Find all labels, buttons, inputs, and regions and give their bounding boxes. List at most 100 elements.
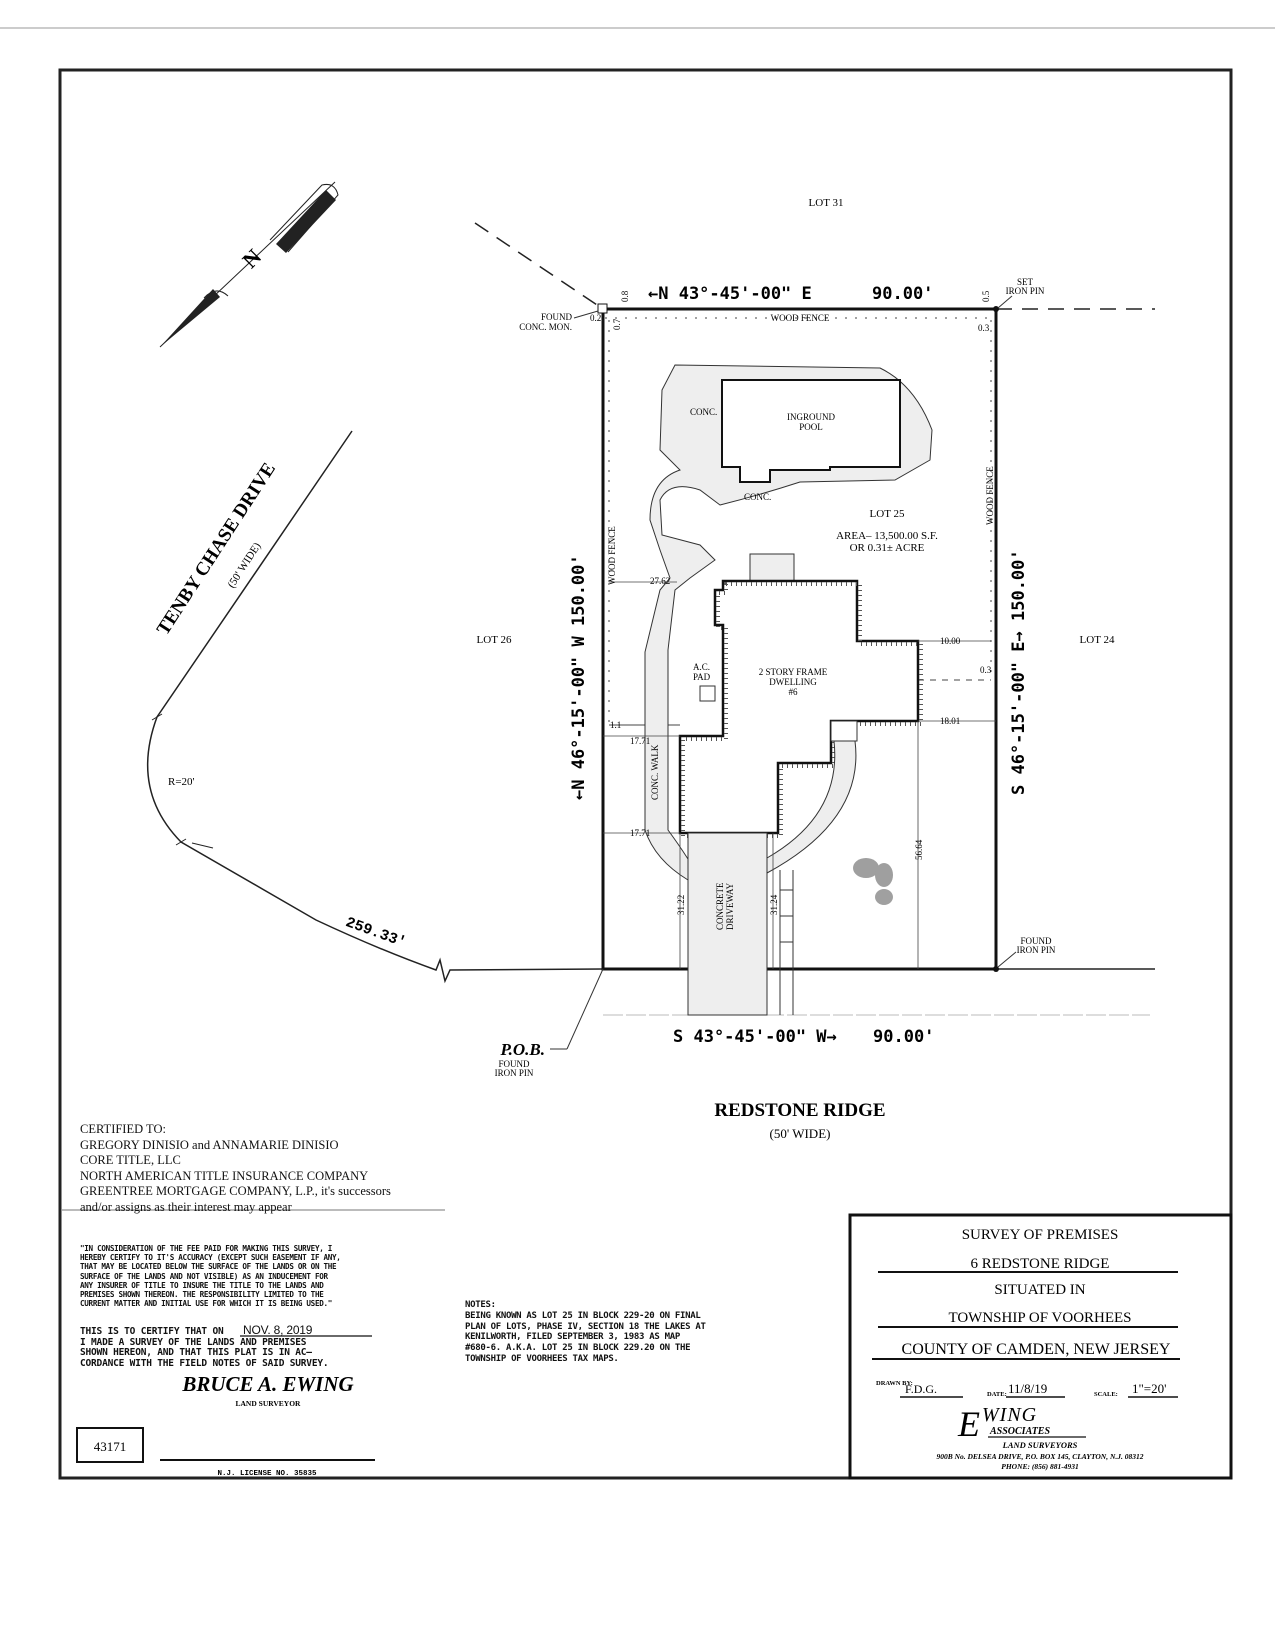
notes-heading: NOTES: xyxy=(465,1300,496,1310)
ac-pad-label: A.C. xyxy=(693,662,710,672)
north-arrow-icon: N xyxy=(159,181,339,348)
lot-25-label: LOT 25 xyxy=(870,508,905,520)
offset-label: 0.7 xyxy=(612,318,622,330)
drawn-by: F.D.G. xyxy=(905,1382,937,1396)
certified-party: GREENTREE MORTGAGE COMPANY, L.P., it's s… xyxy=(80,1184,391,1198)
dimension-label: 10.00 xyxy=(940,636,961,646)
surveyor-statement: "IN CONSIDERATION OF THE FEE PAID FOR MA… xyxy=(80,1244,341,1308)
certified-party: CORE TITLE, LLC xyxy=(80,1153,181,1167)
lot-31-label: LOT 31 xyxy=(809,197,844,209)
svg-text:LAND SURVEYORS: LAND SURVEYORS xyxy=(1002,1440,1078,1450)
wood-fence-label: WOOD FENCE xyxy=(985,466,995,525)
pob-pin-label: IRON PIN xyxy=(495,1068,534,1078)
set-iron-pin-label: IRON PIN xyxy=(1006,286,1045,296)
notes-line: KENILWORTH, FILED SEPTEMBER 3, 1983 AS M… xyxy=(465,1332,680,1343)
dwelling-label: DWELLING xyxy=(769,677,817,687)
lot-24-label: LOT 24 xyxy=(1080,634,1115,646)
title-address: 6 REDSTONE RIDGE xyxy=(971,1256,1110,1272)
ac-pad xyxy=(699,685,716,702)
tenby-chase-drive-line xyxy=(146,430,604,984)
notes-line: TOWNSHIP OF VOORHEES TAX MAPS. xyxy=(465,1353,619,1364)
pob-pin-label: FOUND xyxy=(498,1059,530,1069)
drawn-by-label: DRAWN BY: xyxy=(876,1380,913,1387)
title-township: TOWNSHIP OF VOORHEES xyxy=(948,1310,1131,1326)
concrete-walk-label: CONC. WALK xyxy=(650,744,660,800)
street-width-redstone: (50' WIDE) xyxy=(770,1126,831,1141)
dimension-label: 31.22 xyxy=(676,895,686,915)
driveway-label: CONCRETE xyxy=(715,882,725,930)
lot-26-label: LOT 26 xyxy=(477,634,512,646)
found-iron-pin-marker xyxy=(993,966,999,972)
scan-smudge xyxy=(853,858,893,905)
svg-text:900B No. DELSEA DRIVE, P.O. BO: 900B No. DELSEA DRIVE, P.O. BOX 145, CLA… xyxy=(936,1452,1143,1461)
statement-line: CURRENT MATTER AND INITIAL USE FOR WHICH… xyxy=(80,1299,333,1309)
leader-line xyxy=(997,951,1017,968)
lot-25-boundary xyxy=(601,307,998,971)
svg-text:E: E xyxy=(957,1404,980,1444)
certify-text: I MADE A SURVEY OF THE LANDS AND PREMISE… xyxy=(80,1336,307,1348)
dwelling-footprint xyxy=(678,579,920,835)
scale-value: 1"=20' xyxy=(1132,1381,1166,1396)
title-line: SITUATED IN xyxy=(994,1282,1085,1298)
statement-line: SURFACE OF THE LANDS AND NOT VISIBLE) AS… xyxy=(80,1271,328,1281)
wood-fence-label: WOOD FENCE xyxy=(771,313,830,323)
found-iron-pin-label: IRON PIN xyxy=(1017,945,1056,955)
inground-pool xyxy=(721,379,901,483)
certified-to-heading: CERTIFIED TO: xyxy=(80,1122,166,1136)
seal-box xyxy=(76,1427,144,1463)
title-line: SURVEY OF PREMISES xyxy=(962,1227,1119,1243)
pob-leader xyxy=(566,968,604,1050)
dimension-label: 17.71 xyxy=(630,736,650,746)
svg-text:ASSOCIATES: ASSOCIATES xyxy=(989,1426,1050,1437)
curve-tick xyxy=(175,838,187,846)
svg-text:WING: WING xyxy=(982,1404,1037,1426)
street-name-redstone: REDSTONE RIDGE xyxy=(714,1100,885,1121)
set-iron-pin-marker xyxy=(993,306,999,312)
notes-block: NOTES: BEING KNOWN AS LOT 25 IN BLOCK 22… xyxy=(465,1300,706,1365)
notes-line: PLAN OF LOTS, PHASE IV, SECTION 18 THE L… xyxy=(465,1321,706,1332)
distance-north: 90.00' xyxy=(872,284,933,304)
certify-text: CORDANCE WITH THE FIELD NOTES OF SAID SU… xyxy=(80,1357,329,1369)
svg-text:N: N xyxy=(237,244,266,273)
ac-pad-label: PAD xyxy=(693,672,711,682)
dwelling-hatch xyxy=(681,582,923,838)
surveyor-name: BRUCE A. EWING xyxy=(181,1372,353,1396)
dimension-label: 31.24 xyxy=(769,894,779,915)
certified-party: GREGORY DINISIO and ANNAMARIE DINISIO xyxy=(80,1137,339,1152)
certify-text: SHOWN HEREON, AND THAT THIS PLAT IS IN A… xyxy=(80,1347,312,1358)
certify-text: THIS IS TO CERTIFY THAT ON xyxy=(80,1326,224,1337)
found-iron-pin-label: FOUND xyxy=(1020,936,1052,946)
surveyor-title: LAND SURVEYOR xyxy=(236,1399,302,1408)
offset-label: 0.2 xyxy=(590,313,601,323)
sheet-border xyxy=(58,68,1233,1480)
bearing-east: S 46°-15'-00" E→ 150.00' xyxy=(1009,549,1029,795)
found-conc-mon-label: CONC. MON. xyxy=(519,322,572,332)
offset-label: 0.5 xyxy=(981,290,991,302)
set-iron-pin-label: SET xyxy=(1017,277,1034,287)
scale-label: SCALE: xyxy=(1094,1391,1118,1398)
pool-label: POOL xyxy=(799,422,823,432)
svg-text:PHONE: (856) 881-4931: PHONE: (856) 881-4931 xyxy=(1001,1462,1079,1471)
offset-label: 0.8 xyxy=(620,290,630,302)
curve-radius: R=20' xyxy=(168,776,195,788)
date-label: DATE: xyxy=(987,1391,1007,1398)
statement-line: PREMISES SHOWN THEREON. THE RESPONSIBILI… xyxy=(80,1290,324,1300)
dimension-label: 18.01 xyxy=(940,716,960,726)
pool-label: INGROUND xyxy=(787,412,835,422)
statement-line: THAT MAY BE LOCATED BELOW THE SURFACE OF… xyxy=(80,1262,337,1272)
dimension-lines xyxy=(603,581,996,969)
offset-label: 0.3 xyxy=(980,665,992,675)
found-conc-mon-marker xyxy=(597,303,608,314)
title-county: COUNTY OF CAMDEN, NEW JERSEY xyxy=(902,1341,1171,1358)
concrete-label: CONC. xyxy=(744,492,771,502)
drawn-date: 11/8/19 xyxy=(1008,1381,1047,1396)
certification-statement: THIS IS TO CERTIFY THAT ON NOV. 8, 2019 … xyxy=(80,1324,329,1369)
wood-fence-label: WOOD FENCE xyxy=(607,526,617,585)
seal-number: 43171 xyxy=(94,1439,127,1454)
offset-label: 0.3 xyxy=(978,323,990,333)
dwelling-label: #6 xyxy=(789,687,799,697)
dimension-label: 27.62 xyxy=(650,576,670,586)
chimney xyxy=(749,553,795,582)
curve-tick xyxy=(151,713,163,721)
bearing-south: S 43°-45'-00" W→ xyxy=(673,1027,837,1047)
